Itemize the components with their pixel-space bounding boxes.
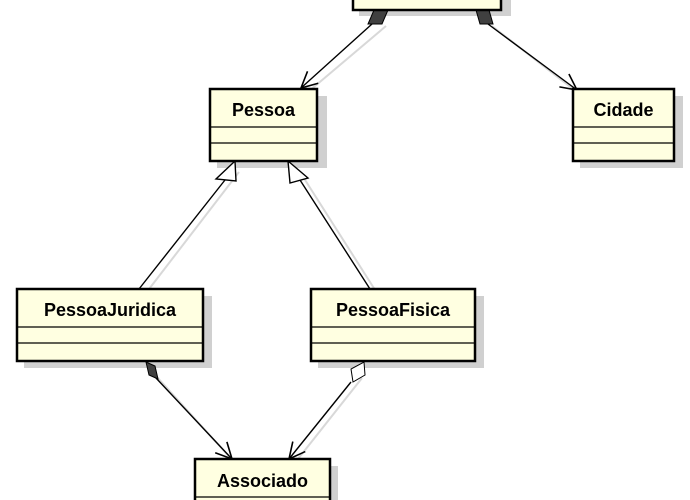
class-cidade[interactable]: Cidade xyxy=(571,87,676,163)
relation-top-cidade xyxy=(475,9,579,92)
class-pessoa-juridica[interactable]: PessoaJuridica xyxy=(15,287,205,363)
generalization-pessoajuridica-pessoa xyxy=(138,159,237,290)
class-box xyxy=(571,87,676,163)
class-box xyxy=(309,287,477,363)
relation-line xyxy=(287,381,352,461)
class-name: Pessoa xyxy=(232,100,296,120)
generalization-pessoafisica-pessoa xyxy=(287,159,371,290)
class-associado[interactable]: Associado xyxy=(193,457,332,500)
class-shadows xyxy=(24,0,683,500)
relation-line xyxy=(299,179,371,290)
class-box xyxy=(351,0,503,12)
relation-top-pessoa xyxy=(299,9,389,90)
class-pessoa[interactable]: Pessoa xyxy=(208,87,319,163)
relation-line xyxy=(155,377,234,461)
relation-pessoafisica-associado xyxy=(287,361,366,461)
composition-diamond-icon xyxy=(145,361,159,380)
aggregation-diamond-icon xyxy=(350,361,366,383)
relation-line xyxy=(487,23,579,92)
class-box xyxy=(208,87,319,163)
class-pessoa-fisica[interactable]: PessoaFisica xyxy=(309,287,477,363)
class-name: Associado xyxy=(217,471,308,491)
class-name: PessoaFisica xyxy=(336,300,451,320)
relation-line xyxy=(299,23,373,90)
class-box xyxy=(193,457,332,500)
hollow-triangle-icon xyxy=(214,159,237,182)
class-top[interactable] xyxy=(351,0,503,12)
class-name: PessoaJuridica xyxy=(44,300,177,320)
relation-pessoajuridica-associado xyxy=(145,361,234,461)
hollow-triangle-icon xyxy=(287,159,310,184)
relation-line xyxy=(138,179,226,290)
class-box xyxy=(15,287,205,363)
class-name: Cidade xyxy=(593,100,653,120)
